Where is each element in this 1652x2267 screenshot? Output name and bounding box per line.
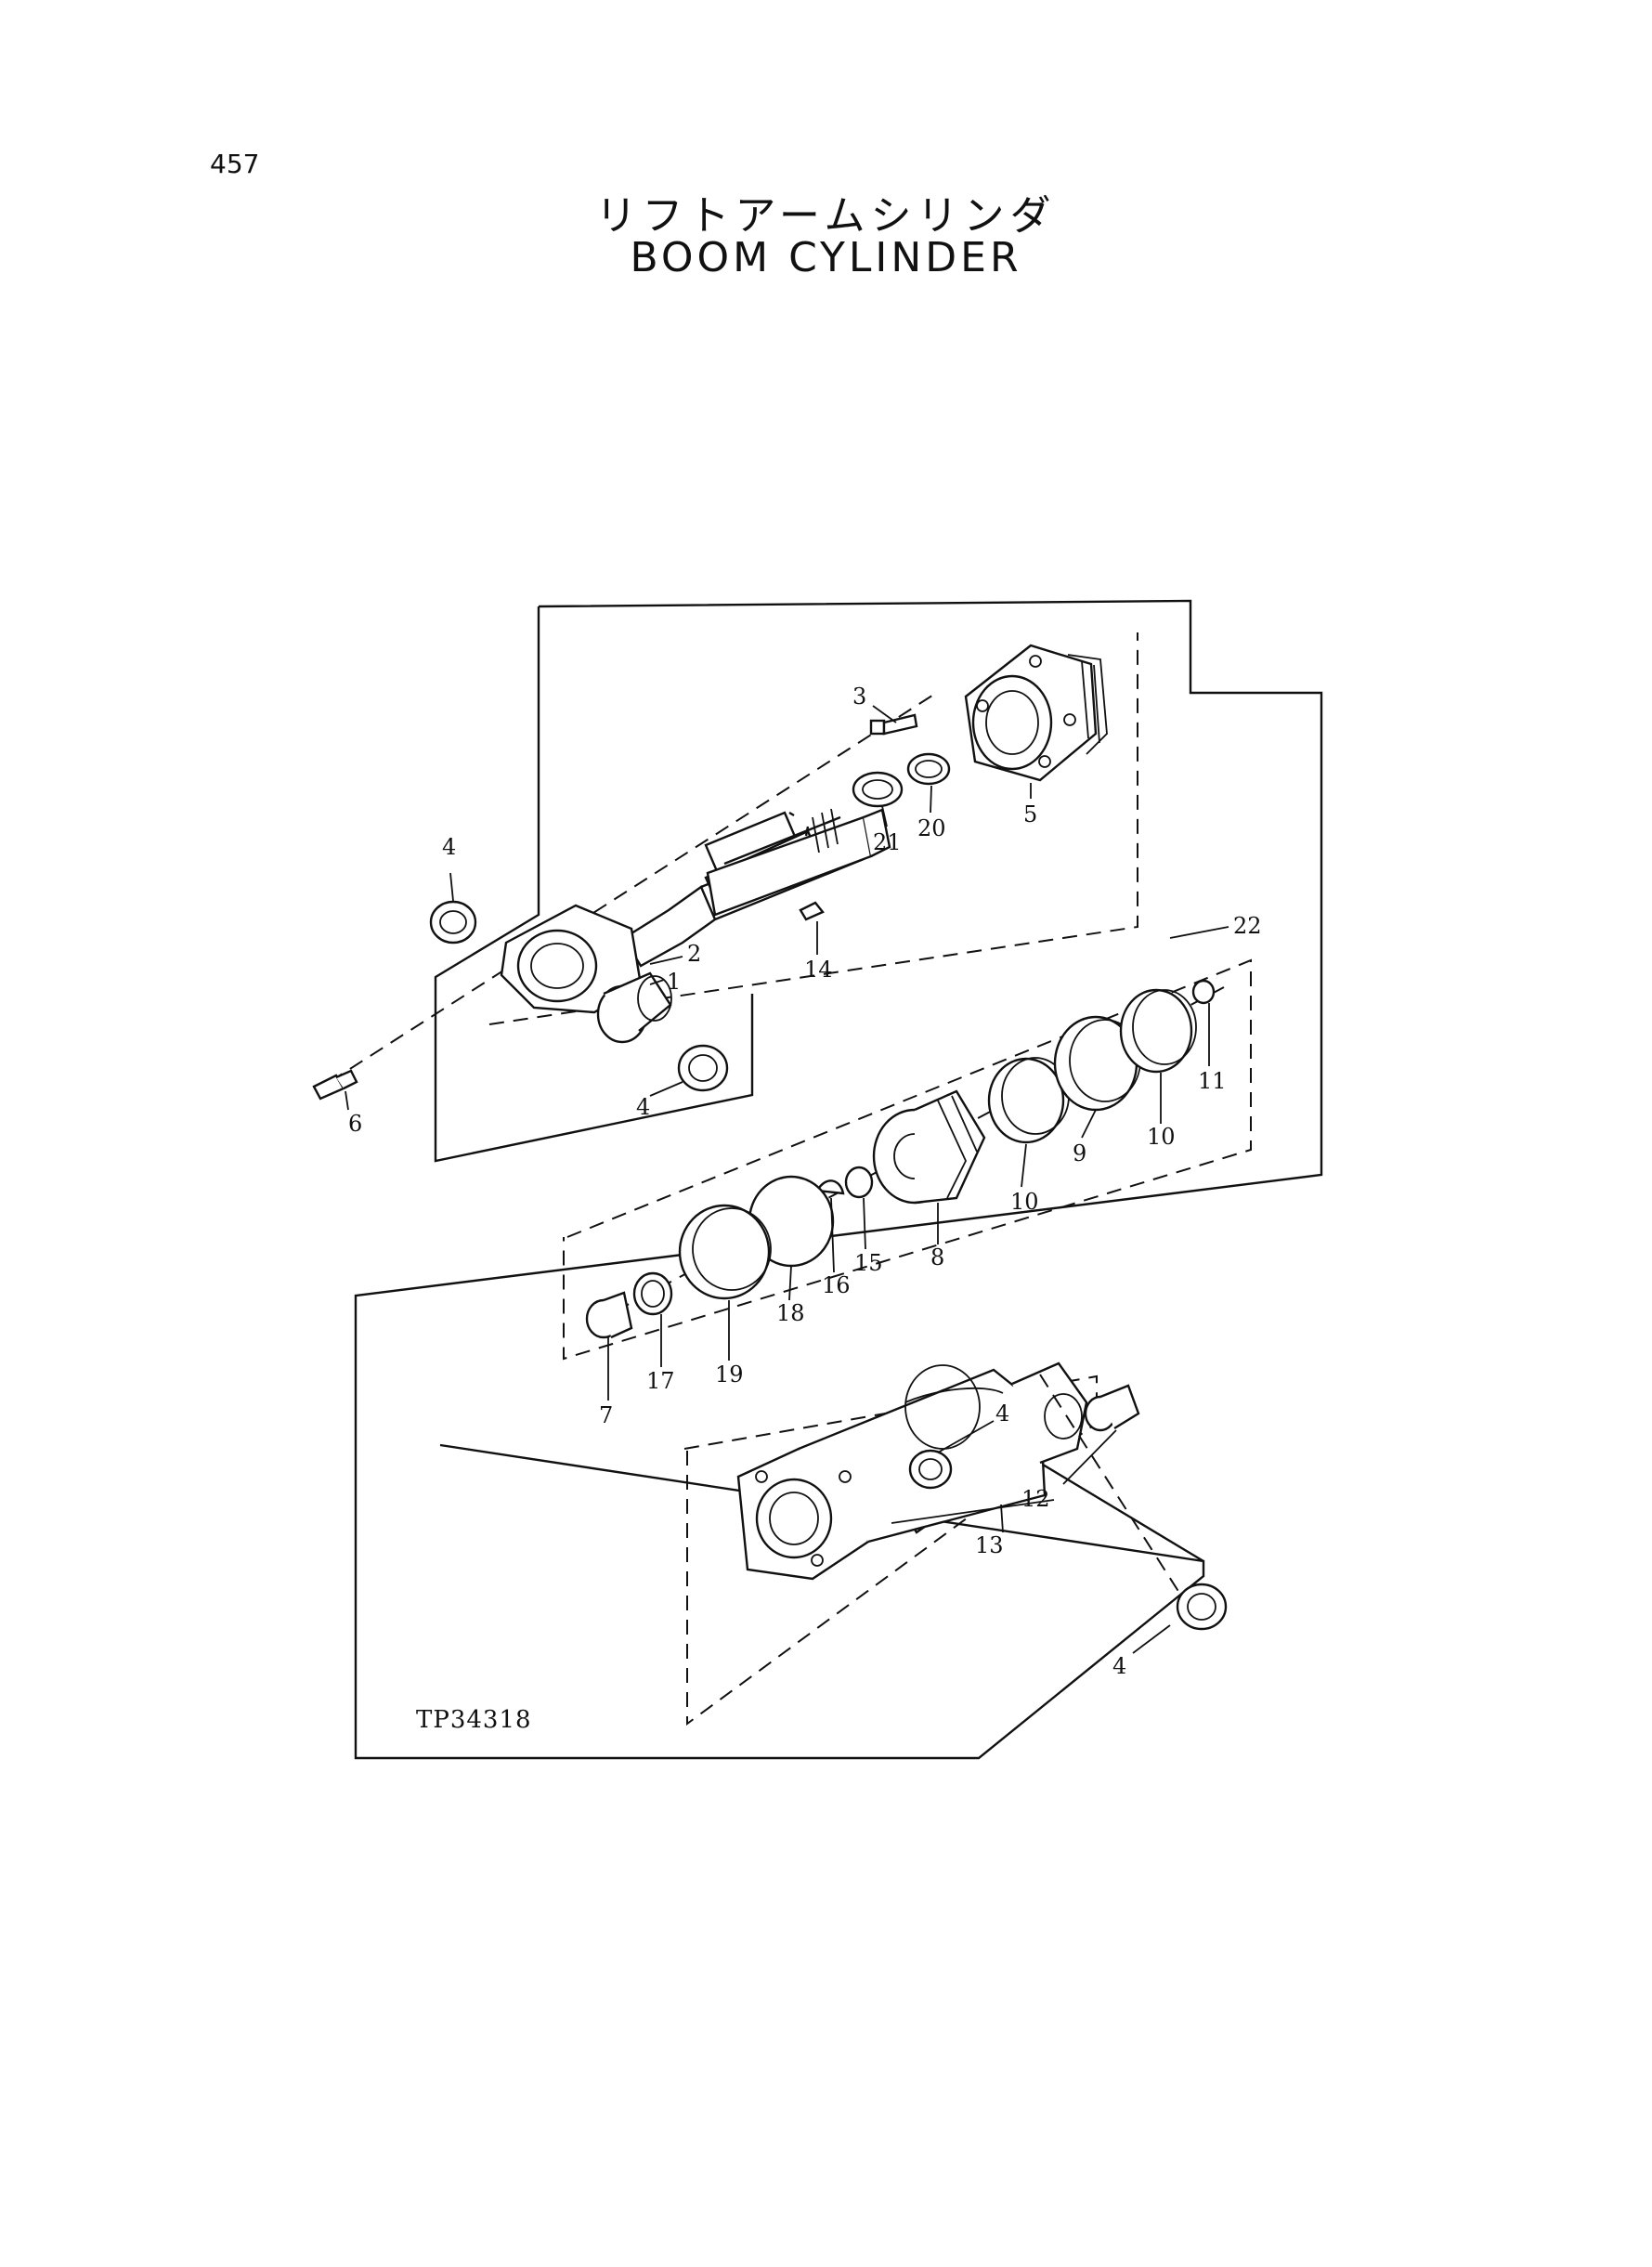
title-english: BOOM CYLINDER [630,234,1022,281]
callout-19: 19 [715,1362,744,1388]
callout-9: 9 [1073,1140,1086,1166]
callout-16: 16 [822,1272,851,1298]
rod-group-dashed-box [488,632,1138,1025]
callout-13: 13 [975,1532,1004,1558]
callout-4-upper: 4 [442,834,456,860]
tube-axis-line [1039,1374,1180,1594]
cylinder-head [964,644,1108,782]
callout-18: 18 [776,1300,805,1326]
dust-seal-tube [908,1449,953,1490]
page-number: 457 [210,149,260,179]
title-japanese: リフトアームシリンダ [595,192,1057,240]
piston-rod [700,808,891,921]
wear-ring-10b [1119,988,1193,1074]
dust-seal-mid [677,1044,729,1092]
dust-seal-bottom [1176,1583,1228,1631]
upper-group-outline [434,606,754,1163]
callout-11: 11 [1198,1068,1227,1094]
seal-20 [906,752,951,786]
pin-14 [799,901,825,921]
bolt [869,713,918,736]
callout-15: 15 [854,1250,883,1276]
callout-5: 5 [1023,801,1037,827]
bushing-12 [1084,1384,1140,1432]
callout-17: 17 [646,1368,675,1394]
assembly-outline [354,599,1323,1760]
callout-2: 2 [687,941,701,967]
grease-nipple [312,1069,358,1101]
callout-1: 1 [667,969,681,995]
leader-lines [345,705,1229,1654]
seal-21 [852,771,904,808]
callout-8: 8 [930,1244,944,1270]
ring-17 [632,1271,673,1316]
nut-11 [1191,979,1216,1005]
ring-16 [815,1179,845,1195]
callout-14: 14 [804,957,833,983]
callout-20: 20 [917,815,946,841]
callout-12: 12 [1021,1486,1050,1512]
callout-10-left: 10 [1010,1189,1039,1215]
callout-4-tube: 4 [995,1401,1009,1427]
piston-group-dashed-box [563,958,1252,1361]
rod-shaft [622,885,717,968]
callout-10-right: 10 [1147,1124,1176,1150]
callout-4-mid: 4 [636,1094,650,1120]
ring-15 [844,1166,874,1199]
callout-4-bottom: 4 [1112,1653,1126,1679]
callout-7: 7 [599,1402,613,1428]
bushing-1 [596,971,672,1044]
callout-21: 21 [873,829,902,855]
drawing-code: TP34318 [416,1706,532,1734]
dust-seal-upper [429,900,477,945]
callout-22: 22 [1233,913,1262,939]
callout-6: 6 [348,1111,362,1137]
cushion-7 [585,1291,633,1339]
piston [872,1089,986,1205]
callout-3: 3 [852,684,866,710]
